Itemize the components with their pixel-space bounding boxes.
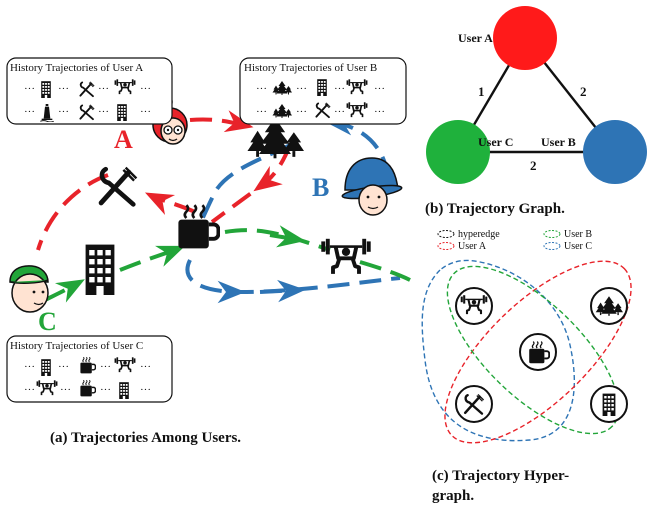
trajectory-user-c-5 (359, 260, 411, 282)
legend: hyperedge User A User B User C (437, 229, 592, 252)
node-label-user-b: User B (541, 135, 576, 149)
legend-swatch-user-b (543, 230, 561, 238)
coffee-icon (176, 203, 220, 250)
svg-text:···: ··· (24, 83, 35, 95)
legend-swatch-user-a (437, 242, 455, 250)
panel-b: User A User B User C 1 2 2 (b) Trajector… (425, 6, 647, 217)
svg-text:···: ··· (98, 106, 109, 118)
trajectory-user-a-3 (144, 192, 196, 216)
user-c-letter: C (38, 307, 57, 336)
svg-text:···: ··· (100, 361, 111, 373)
panel-c-caption-line1: (c) Trajectory Hyper- (432, 468, 569, 484)
hyperedge-user-c (421, 259, 575, 442)
trajectory-user-c-2 (119, 245, 186, 272)
svg-text:···: ··· (256, 83, 267, 95)
node-label-user-c: User C (478, 135, 513, 149)
svg-text:···: ··· (24, 384, 35, 396)
node-label-user-a: User A (458, 31, 493, 45)
trajectory-user-b-3 (185, 259, 401, 304)
history-box-user-b-title: History Trajectories of User B (244, 62, 377, 74)
building-icon (41, 81, 51, 98)
legend-label-user-b: User B (564, 229, 592, 240)
history-box-user-a-title: History Trajectories of User A (10, 62, 143, 74)
poi-gym (455, 287, 493, 325)
building-icon (119, 382, 129, 399)
svg-text:···: ··· (334, 106, 345, 118)
gym-icon (321, 239, 370, 274)
panel-c: hyperedge User A User B User C (421, 229, 632, 504)
svg-text:···: ··· (374, 83, 385, 95)
user-b-avatar (341, 157, 403, 216)
node-user-a (493, 6, 557, 70)
user-c-avatar (9, 265, 49, 313)
building-icon (317, 79, 327, 96)
building-icon (41, 359, 51, 376)
panel-a: A B C History Trajectories of User A ···… (6, 57, 411, 446)
hyperedge-user-b (446, 265, 620, 435)
panel-b-caption: (b) Trajectory Graph. (425, 201, 565, 217)
history-box-user-b: History Trajectories of User B ··· ··· ·… (239, 57, 407, 125)
building-icon (85, 244, 115, 295)
hyperedge-user-a (444, 260, 632, 444)
edge-weight-c-b: 2 (530, 158, 537, 173)
building-icon (117, 104, 127, 121)
trajectory-user-a-4 (36, 173, 109, 251)
trajectory-user-c-1 (44, 279, 85, 303)
trajectory-user-c-3 (224, 228, 331, 252)
building-icon (602, 393, 616, 416)
svg-text:···: ··· (334, 83, 345, 95)
trajectory-user-c-4 (269, 225, 306, 248)
svg-text:···: ··· (100, 384, 111, 396)
legend-label-user-c: User C (564, 241, 592, 252)
user-a-letter: A (114, 125, 133, 154)
svg-text:···: ··· (256, 106, 267, 118)
poi-restaurant (455, 385, 493, 423)
svg-text:···: ··· (58, 83, 69, 95)
panel-c-caption-line2: graph. (432, 488, 474, 504)
legend-swatch-user-c (543, 242, 561, 250)
node-user-c (426, 120, 490, 184)
legend-swatch-hyperedge (437, 230, 455, 238)
edge-weight-a-b: 2 (580, 84, 587, 99)
edge-weight-a-c: 1 (478, 84, 485, 99)
svg-text:···: ··· (140, 384, 151, 396)
svg-text:···: ··· (98, 83, 109, 95)
svg-text:···: ··· (374, 106, 385, 118)
legend-label-user-a: User A (458, 241, 487, 252)
trajectory-user-a-2 (210, 144, 292, 224)
history-box-user-c-title: History Trajectories of User C (10, 340, 143, 352)
legend-label-hyperedge: hyperedge (458, 229, 500, 240)
node-user-b (583, 120, 647, 184)
history-box-user-a: History Trajectories of User A ··· ··· ·… (6, 57, 173, 125)
svg-text:···: ··· (140, 83, 151, 95)
user-b-letter: B (312, 173, 329, 202)
svg-text:···: ··· (24, 361, 35, 373)
svg-text:···: ··· (140, 361, 151, 373)
history-box-user-c: History Trajectories of User C ··· ··· ·… (6, 335, 173, 403)
svg-text:···: ··· (58, 361, 69, 373)
poi-park (590, 287, 628, 325)
trajectory-user-b-2 (193, 143, 291, 236)
svg-text:···: ··· (296, 83, 307, 95)
panel-a-caption: (a) Trajectories Among Users. (50, 430, 241, 446)
trajectory-user-a-1 (189, 110, 254, 133)
svg-text:···: ··· (24, 106, 35, 118)
svg-text:···: ··· (296, 106, 307, 118)
svg-text:···: ··· (140, 106, 151, 118)
svg-text:···: ··· (60, 384, 71, 396)
restaurant-icon (101, 168, 136, 205)
trajectory-user-b-4 (259, 279, 306, 303)
svg-text:···: ··· (58, 106, 69, 118)
poi-building (590, 385, 628, 423)
poi-coffee (519, 333, 557, 371)
